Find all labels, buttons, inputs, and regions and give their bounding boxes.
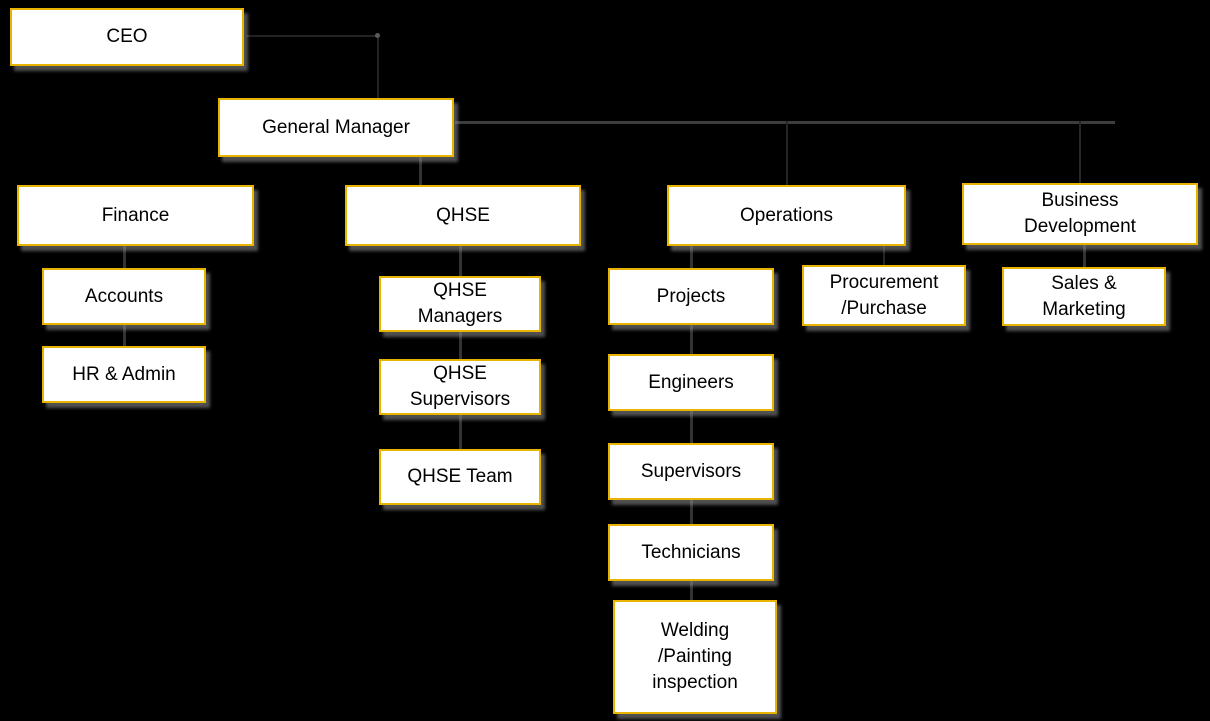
connector-elbow-dot	[375, 33, 380, 38]
connector-bizdev-to-sales	[1083, 245, 1086, 267]
org-node-supervisors: Supervisors	[608, 443, 774, 500]
connector-accounts-to-hr-admin	[123, 325, 126, 346]
org-node-qhse: QHSE	[345, 185, 581, 246]
connector-ceo-to-gm-vertical	[377, 35, 379, 98]
org-node-accounts: Accounts	[42, 268, 206, 325]
connector-supervisors-to-team	[459, 415, 462, 449]
connector-operations-to-procurement	[883, 246, 885, 265]
connector-gm-to-qhse	[419, 157, 422, 185]
org-node-operations: Operations	[667, 185, 906, 246]
org-node-engineers: Engineers	[608, 354, 774, 411]
connector-supervisors-to-technicians	[690, 500, 693, 524]
connector-operations-to-projects	[690, 246, 693, 268]
org-node-welding-painting-inspection: Welding /Painting inspection	[613, 600, 777, 714]
org-node-hr-admin: HR & Admin	[42, 346, 206, 403]
connector-projects-to-engineers	[690, 325, 693, 354]
org-node-business-development: Business Development	[962, 183, 1198, 245]
connector-gm-horizontal-bus	[455, 121, 1115, 124]
org-node-technicians: Technicians	[608, 524, 774, 581]
connector-bus-to-business-development	[1079, 121, 1081, 183]
org-node-sales-marketing: Sales & Marketing	[1002, 267, 1166, 326]
org-node-qhse-managers: QHSE Managers	[379, 276, 541, 332]
org-node-finance: Finance	[17, 185, 254, 246]
connector-bus-to-operations	[786, 121, 788, 185]
connector-qhse-to-managers	[459, 246, 462, 276]
org-node-ceo: CEO	[10, 8, 244, 66]
connector-ceo-to-gm-horizontal	[246, 35, 380, 37]
connector-managers-to-supervisors	[459, 332, 462, 359]
org-node-projects: Projects	[608, 268, 774, 325]
org-node-qhse-supervisors: QHSE Supervisors	[379, 359, 541, 415]
connector-finance-to-accounts	[123, 246, 126, 268]
connector-engineers-to-supervisors	[690, 411, 693, 443]
org-node-general-manager: General Manager	[218, 98, 454, 157]
org-node-qhse-team: QHSE Team	[379, 449, 541, 505]
org-node-procurement-purchase: Procurement /Purchase	[802, 265, 966, 326]
connector-technicians-to-welding	[690, 581, 693, 600]
